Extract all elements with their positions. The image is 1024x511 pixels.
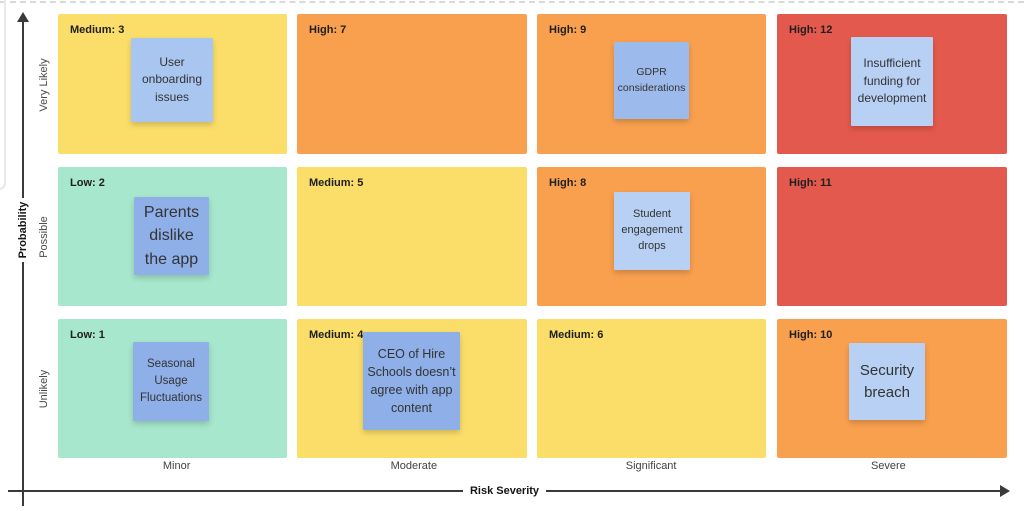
x-axis-line-right <box>546 490 1002 492</box>
cell-rating-label: Medium: 4 <box>309 329 364 341</box>
matrix-cell-1[interactable]: Low: 1 Seasonal Usage Fluctuations <box>58 319 287 458</box>
col-label-moderate: Moderate <box>390 460 438 472</box>
matrix-cell-9[interactable]: High: 9 GDPR considerations <box>537 14 766 154</box>
matrix-cell-12[interactable]: High: 12 Insufficient funding for develo… <box>777 14 1007 154</box>
sticky-note-ceo-disagrees[interactable]: CEO of Hire Schools doesn’t agree with a… <box>363 332 460 430</box>
cell-rating-label: High: 10 <box>789 329 833 341</box>
sticky-note-gdpr[interactable]: GDPR considerations <box>614 42 689 119</box>
frame-dashed-border <box>0 1 1024 3</box>
x-axis: Risk Severity <box>8 484 1011 498</box>
cell-rating-label: High: 7 <box>309 24 347 36</box>
cell-rating-label: Low: 1 <box>70 329 105 341</box>
row-label-possible: Possible <box>38 216 50 258</box>
col-label-severe: Severe <box>870 460 906 472</box>
x-axis-title: Risk Severity <box>469 485 540 497</box>
sticky-note-insufficient-funding[interactable]: Insufficient funding for development <box>851 37 933 126</box>
matrix-cell-4[interactable]: Medium: 4 CEO of Hire Schools doesn’t ag… <box>297 319 527 458</box>
row-label-unlikely: Unlikely <box>38 369 50 409</box>
column-labels: Minor Moderate Significant Severe <box>58 460 1007 472</box>
y-axis-arrow-icon <box>17 12 29 22</box>
cell-rating-label: High: 11 <box>789 177 832 189</box>
cell-rating-label: Low: 2 <box>70 177 105 189</box>
cell-rating-label: Medium: 6 <box>549 329 604 341</box>
cell-rating-label: High: 9 <box>549 24 587 36</box>
matrix-cell-10[interactable]: High: 10 Security breach <box>777 319 1007 458</box>
sticky-note-seasonal-usage[interactable]: Seasonal Usage Fluctuations <box>133 342 209 421</box>
row-label-very-likely: Very Likely <box>38 58 50 112</box>
y-axis-line <box>22 22 24 506</box>
cell-rating-label: Medium: 3 <box>70 24 125 36</box>
sticky-note-student-engagement[interactable]: Student engagement drops <box>614 192 690 270</box>
matrix-cell-5[interactable]: Medium: 5 <box>297 167 527 306</box>
matrix-cell-7[interactable]: High: 7 <box>297 14 527 154</box>
x-axis-line-left <box>8 490 463 492</box>
matrix-cell-8[interactable]: High: 8 Student engagement drops <box>537 167 766 306</box>
sticky-note-parents-dislike[interactable]: Parents dislike the app <box>134 197 209 275</box>
x-axis-arrow-icon <box>1000 485 1011 497</box>
cell-rating-label: Medium: 5 <box>309 177 364 189</box>
col-label-minor: Minor <box>162 460 191 472</box>
y-axis-title: Probability <box>15 198 31 262</box>
matrix-cell-6[interactable]: Medium: 6 <box>537 319 766 458</box>
matrix-cell-3[interactable]: Medium: 3 User onboarding issues <box>58 14 287 154</box>
cell-rating-label: High: 8 <box>549 177 587 189</box>
sticky-note-security-breach[interactable]: Security breach <box>849 343 925 420</box>
matrix-cell-2[interactable]: Low: 2 Parents dislike the app <box>58 167 287 306</box>
cell-rating-label: High: 12 <box>789 24 833 36</box>
sticky-note-user-onboarding[interactable]: User onboarding issues <box>131 38 213 122</box>
col-label-significant: Significant <box>625 460 677 472</box>
matrix-cell-11[interactable]: High: 11 <box>777 167 1007 306</box>
background-panel-edge <box>0 0 6 190</box>
